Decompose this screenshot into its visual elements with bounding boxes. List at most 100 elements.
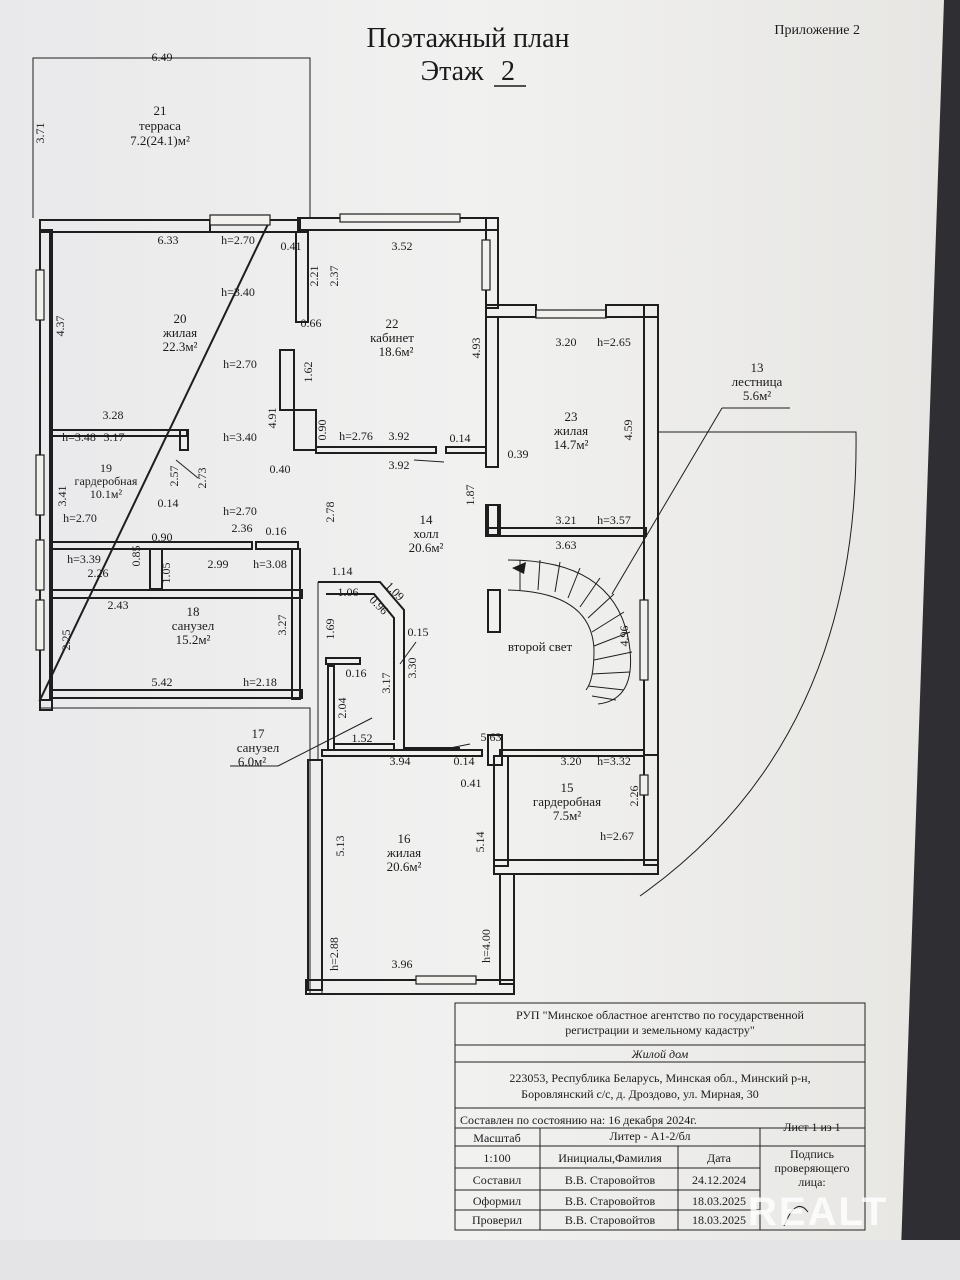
dimension-d257: 2.57	[167, 466, 181, 487]
dimension-d299: 2.99	[208, 557, 229, 571]
dimension-d328: 3.28	[103, 408, 124, 422]
dimension-d327: 3.27	[275, 615, 289, 636]
dimension-d152: 1.52	[352, 731, 373, 745]
stamp-sign-label-3: лица:	[798, 1175, 826, 1189]
dimension-d459: 4.59	[621, 420, 635, 441]
walls	[32, 57, 659, 995]
dimension-d014b: 0.14	[158, 496, 179, 510]
room-23-area: 14.7м²	[554, 437, 589, 452]
dimension-d341: 3.41	[55, 486, 69, 507]
dimension-d288: h=2.88	[327, 937, 341, 971]
stamp-row3-role: Проверил	[472, 1213, 522, 1227]
stamp-row2-name: В.В. Старовойтов	[565, 1194, 656, 1208]
room-22-area: 18.6м²	[379, 344, 414, 359]
dimension-d396: 3.96	[392, 957, 413, 971]
dimension-d330: 3.30	[405, 658, 419, 679]
room-19-area: 10.1м²	[90, 487, 123, 501]
dimension-d090b: 0.90	[152, 530, 173, 544]
dimension-d041b: 0.41	[461, 776, 482, 790]
room-21-number: 21	[154, 103, 167, 118]
stamp-org-line1: РУП "Минское областное агентство по госу…	[516, 1008, 804, 1022]
room-17-area: 6.0м²	[238, 754, 266, 769]
room-23-name: жилая	[553, 423, 588, 438]
dimension-d085: 0.85	[129, 546, 143, 567]
stamp-row1-date: 24.12.2024	[692, 1173, 746, 1187]
dimension-d649: 6.49	[152, 50, 173, 64]
room-17-name: санузел	[237, 740, 280, 755]
dimension-d317: 3.17	[104, 430, 125, 444]
dimension-d400: h=4.00	[479, 929, 493, 963]
leader-lines	[175, 407, 790, 767]
dimension-h332: h=3.32	[597, 754, 631, 768]
stamp-row1-role: Составил	[473, 1173, 521, 1187]
stamp-addr-line1: 223053, Республика Беларусь, Минская обл…	[509, 1071, 810, 1085]
room-15-area: 7.5м²	[553, 808, 581, 823]
dimension-d187: 1.87	[463, 485, 477, 506]
dimension-d371: 3.71	[33, 123, 47, 144]
dimension-d014a: 0.14	[450, 431, 471, 445]
dimension-h265: h=2.65	[597, 335, 631, 349]
dimension-h308: h=3.08	[253, 557, 287, 571]
floor-number: 2	[501, 56, 515, 87]
realt-watermark-logo: REALT	[748, 1190, 889, 1234]
dimension-d225: 2.25	[59, 630, 73, 651]
plan-title: Поэтажный план	[366, 23, 569, 54]
dimension-h276: h=2.76	[339, 429, 373, 443]
room-15-name: гардеробная	[533, 794, 601, 809]
dimension-d392a: 3.92	[389, 429, 410, 443]
dimension-d226: 2.26	[88, 566, 109, 580]
dimension-d320: 3.20	[556, 335, 577, 349]
room-21-name: терраса	[139, 118, 181, 133]
dimension-d321: 3.21	[556, 513, 577, 527]
dimension-d243: 2.43	[108, 598, 129, 612]
dimension-d514: 5.14	[473, 832, 487, 853]
room-15-number: 15	[561, 780, 574, 795]
spiral-staircase	[507, 407, 723, 705]
dimension-d633: 6.33	[158, 233, 179, 247]
stamp-org-line2: регистрации и земельному кадастру"	[565, 1023, 755, 1037]
room-17-number: 17	[252, 726, 266, 741]
dimension-d563: 5.63	[481, 730, 502, 744]
dimension-d542: 5.42	[152, 675, 173, 689]
dimension-h270b: h=2.70	[223, 357, 257, 371]
dimension-d114: 1.14	[332, 564, 353, 578]
room-16-number: 16	[398, 831, 412, 846]
dimension-d226b: 2.26	[627, 786, 641, 807]
title-block: РУП "Минское областное агентство по госу…	[454, 1002, 866, 1231]
stamp-sheet: Лист 1 из 1	[783, 1120, 840, 1134]
appendix-label: Приложение 2	[774, 23, 860, 38]
dimension-h270c: h=2.70	[63, 511, 97, 525]
stamp-liter: Литер - А1-2/бл	[610, 1129, 691, 1143]
dimension-h270d: h=2.70	[223, 504, 257, 518]
room-16-area: 20.6м²	[387, 859, 422, 874]
dimension-d162: 1.62	[301, 362, 315, 383]
stamp-initials-label: Инициалы,Фамилия	[558, 1151, 662, 1165]
dimension-h270a: h=2.70	[221, 233, 255, 247]
room-20-area: 22.3м²	[163, 339, 198, 354]
room-18-name: санузел	[172, 618, 215, 633]
dimension-d221: 2.21	[307, 266, 321, 287]
dimension-d090: 0.90	[315, 420, 329, 441]
dimension-d040: 0.40	[270, 462, 291, 476]
stamp-date-label: Дата	[707, 1151, 732, 1165]
stamp-state-date: Составлен по состоянию на: 16 декабря 20…	[460, 1113, 697, 1127]
dimension-d491: 4.91	[265, 408, 279, 429]
dimension-d273: 2.73	[195, 468, 209, 489]
dimension-d394: 3.94	[390, 754, 411, 768]
room-20-number: 20	[174, 311, 187, 326]
room-19-number: 19	[100, 461, 112, 475]
room-22-number: 22	[386, 316, 399, 331]
room-23-number: 23	[565, 409, 578, 424]
dimension-d320b: 3.20	[561, 754, 582, 768]
dimension-d039: 0.39	[508, 447, 529, 461]
dimension-d493: 4.93	[469, 338, 483, 359]
stamp-row3-date: 18.03.2025	[692, 1213, 746, 1227]
room-18-area: 15.2м²	[176, 632, 211, 647]
dimension-labels: 6.49 3.71 6.33 h=2.70 0.41 3.52 2.21 2.3…	[33, 50, 641, 971]
stamp-row2-role: Оформил	[473, 1194, 521, 1208]
room-14-number: 14	[420, 512, 434, 527]
dimension-d016b: 0.16	[346, 666, 367, 680]
stamp-row2-date: 18.03.2025	[692, 1194, 746, 1208]
dimension-h267: h=2.67	[600, 829, 634, 843]
